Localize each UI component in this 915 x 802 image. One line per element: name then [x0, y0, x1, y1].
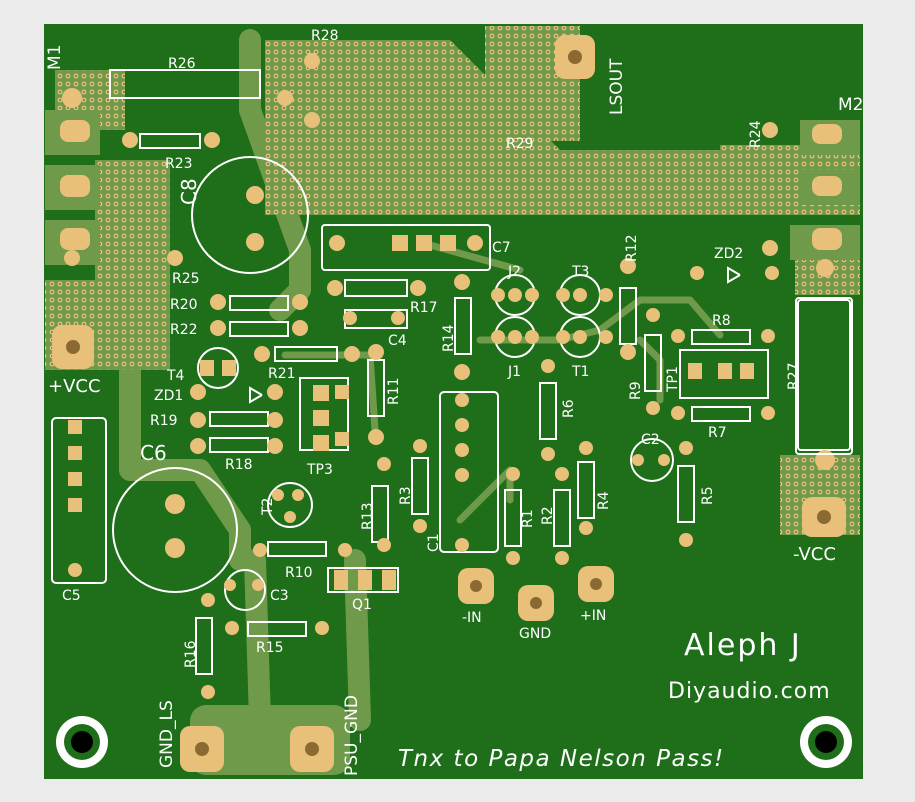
mounting-holes [56, 716, 852, 768]
ref-r10: R10 [285, 565, 313, 581]
ref-c5: C5 [62, 588, 81, 604]
ref-zd1: ZD1 [154, 388, 183, 404]
ref-r14: R14 [441, 324, 457, 352]
ref-r24: R24 [748, 120, 764, 148]
label-m1: M1 [45, 45, 65, 70]
ref-r9: R9 [628, 381, 644, 400]
ref-q1: Q1 [352, 597, 372, 613]
ref-c1: C1 [426, 533, 442, 552]
label-gnd: GND [519, 626, 551, 642]
ref-r19: R19 [150, 413, 178, 429]
ref-tp1: TP1 [665, 366, 681, 393]
ref-r4: R4 [596, 491, 612, 510]
label-in-pos: +IN [580, 608, 606, 624]
ref-r23: R23 [165, 156, 193, 172]
ref-r16: R16 [183, 640, 199, 668]
label-psu-gnd: PSU_GND [342, 695, 362, 776]
ref-c6: C6 [140, 441, 167, 465]
ref-r5: R5 [700, 486, 716, 505]
label-in-neg: -IN [462, 610, 482, 626]
ref-j2: J2 [507, 264, 521, 280]
ref-r26: R26 [168, 56, 196, 72]
ref-r17: R17 [410, 300, 438, 316]
ref-zd2: ZD2 [714, 246, 743, 262]
ref-r21: R21 [268, 366, 296, 382]
ref-t2: T2 [260, 498, 276, 516]
ref-r22: R22 [170, 322, 198, 338]
ref-c4: C4 [388, 333, 407, 349]
ref-r25: R25 [172, 271, 200, 287]
ref-r29: R29 [506, 136, 534, 152]
ref-r1: R1 [520, 509, 536, 528]
ref-r20: R20 [170, 297, 198, 313]
ref-r2: R2 [540, 506, 556, 525]
ref-r3: R3 [398, 486, 414, 505]
ref-r15: R15 [256, 640, 284, 656]
ref-t4: T4 [166, 368, 185, 384]
ref-r7: R7 [708, 425, 727, 441]
ref-t1: T1 [571, 364, 589, 380]
label-vcc-neg: -VCC [793, 544, 836, 565]
ref-r27: R27 [786, 362, 802, 390]
ref-r6: R6 [561, 399, 577, 418]
ref-t3: T3 [571, 264, 589, 280]
board-website: Diyaudio.com [668, 679, 831, 704]
ref-c2: C2 [641, 432, 660, 448]
label-vcc-pos: +VCC [48, 376, 101, 397]
label-lsout: LSOUT [607, 58, 627, 115]
ref-tp3: TP3 [306, 462, 333, 478]
ref-c8: C8 [177, 178, 201, 205]
board-title: Aleph J [684, 628, 802, 663]
board-thanks: Tnx to Papa Nelson Pass! [398, 746, 725, 772]
ref-r8: R8 [712, 313, 731, 329]
ref-r11: R11 [386, 377, 402, 405]
ref-r28: R28 [311, 28, 339, 44]
ref-r12: R12 [624, 234, 640, 262]
ref-r18: R18 [225, 457, 253, 473]
ref-r13: R13 [360, 502, 376, 530]
label-m2: M2 [838, 95, 863, 115]
ref-c7: C7 [492, 240, 511, 256]
connector-pads [52, 35, 853, 772]
ref-c3: C3 [270, 588, 289, 604]
pads [62, 53, 835, 699]
ref-j1: J1 [507, 364, 521, 380]
label-gnd-ls: GND_LS [157, 700, 177, 768]
